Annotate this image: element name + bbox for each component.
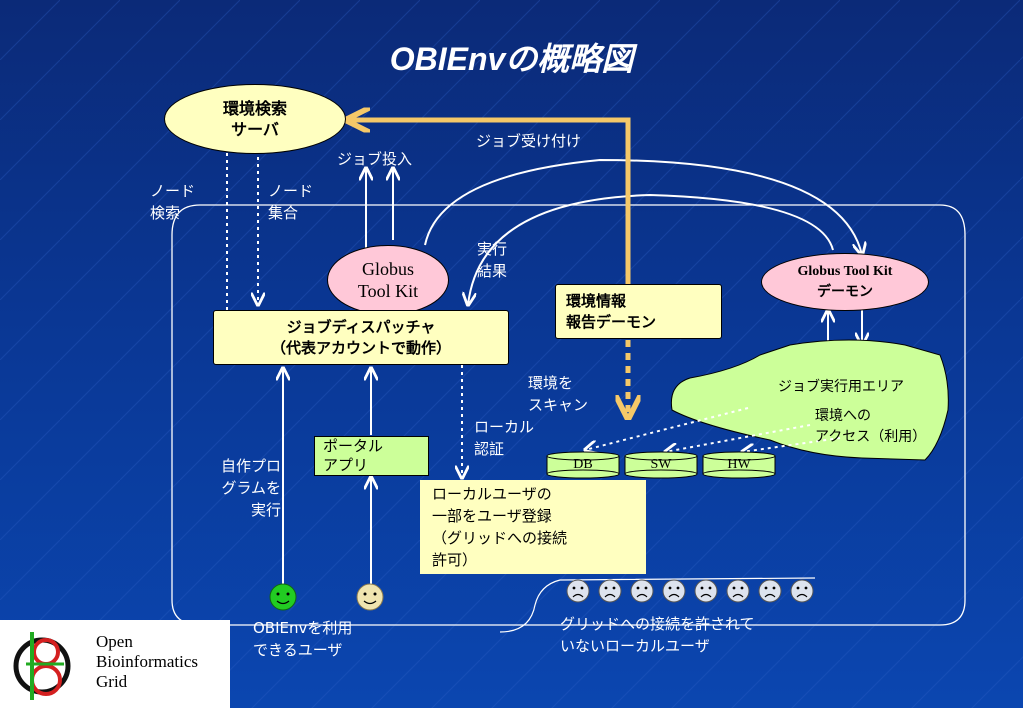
beige-user-face bbox=[356, 583, 384, 611]
env-scan-line-2: スキャン bbox=[528, 396, 589, 414]
obienv-users-label: OBIEnvを利用 できるユーザ bbox=[253, 617, 352, 661]
portal-app: ポータル アプリ bbox=[314, 436, 429, 476]
portal-app-line-1: ポータル bbox=[323, 437, 384, 455]
globus-toolkit-line-1: Globus bbox=[361, 259, 414, 279]
job-transfer-arc bbox=[424, 158, 862, 255]
sad-face-icon bbox=[630, 579, 654, 603]
local-environment-boundary bbox=[200, 204, 966, 626]
job-accept-arrow bbox=[350, 120, 631, 285]
job-accept-label: ジョブ受け付け bbox=[476, 132, 582, 150]
local-users-bracket bbox=[499, 577, 816, 633]
job-dispatcher-line-2: （代表アカウントで動作） bbox=[270, 338, 451, 357]
node-aggregate-line-2: 集合 bbox=[268, 204, 299, 222]
env-report-daemon-line-1: 環境情報 bbox=[566, 291, 627, 310]
job-dispatcher-line-1: ジョブディスパッチャ bbox=[286, 317, 436, 336]
local-auth-line-2: 認証 bbox=[474, 440, 505, 458]
env-scan-line-1: 環境を bbox=[528, 374, 574, 392]
local-auth-line-1: ローカル bbox=[474, 418, 535, 436]
globus-toolkit: Globus Tool Kit bbox=[327, 245, 449, 315]
job-dispatcher: ジョブディスパッチャ （代表アカウントで動作） bbox=[213, 310, 509, 365]
env-access-line-1: 環境への bbox=[815, 408, 871, 424]
non-grid-users-label: グリッドへの接続を許されて いないローカルユーザ bbox=[560, 613, 755, 657]
env-report-daemon: 環境情報 報告デーモン bbox=[555, 284, 722, 339]
env-report-daemon-line-2: 報告デーモン bbox=[566, 312, 657, 331]
access-db-arrow bbox=[585, 407, 749, 450]
local-user-register: ローカルユーザの 一部をユーザ登録 （グリッドへの接続 許可） bbox=[420, 480, 646, 574]
green-user-face bbox=[269, 583, 297, 611]
node-search-line-2: 検索 bbox=[150, 204, 181, 222]
disk-hw bbox=[702, 451, 776, 479]
own-program-line-2: グラムを bbox=[221, 479, 281, 497]
globus-daemon-line-2: デーモン bbox=[817, 284, 873, 300]
disk-db-label: DB bbox=[573, 457, 593, 472]
disk-sw-label: SW bbox=[650, 457, 672, 472]
node-aggregate-label: ノード 集合 bbox=[268, 180, 313, 224]
env-access-line-2: アクセス（利用） bbox=[815, 429, 927, 445]
job-area-label: ジョブ実行用エリア bbox=[778, 379, 904, 395]
globus-toolkit-line-2: Tool Kit bbox=[357, 281, 419, 301]
sad-face-icon bbox=[662, 579, 686, 603]
access-hw-arrow bbox=[742, 437, 841, 452]
node-search-label: ノード 検索 bbox=[150, 180, 195, 224]
env-search-server: 環境検索 サーバ bbox=[164, 84, 346, 154]
sad-face-icon bbox=[790, 579, 814, 603]
job-area-blob bbox=[670, 339, 949, 461]
local-user-register-line-2: 一部をユーザ登録 bbox=[432, 507, 552, 525]
obienv-users-line-1: OBIEnvを利用 bbox=[253, 619, 353, 637]
local-user-register-line-4: 許可） bbox=[432, 551, 478, 569]
sad-face-icon bbox=[598, 579, 622, 603]
obig-logo: Open Bioinformatics Grid bbox=[0, 620, 230, 708]
own-program-line-3: 実行 bbox=[250, 501, 281, 519]
env-scan-label: 環境を スキャン bbox=[528, 372, 588, 416]
env-access-label: 環境への アクセス（利用） bbox=[815, 406, 926, 448]
exec-result-label: 実行 結果 bbox=[477, 238, 507, 282]
globus-daemon: Globus Tool Kit デーモン bbox=[761, 253, 929, 311]
env-search-server-line-2: サーバ bbox=[231, 120, 279, 139]
sad-face-icon bbox=[726, 579, 750, 603]
page-title: OBIEnvの概略図 bbox=[389, 41, 634, 77]
obienv-users-line-2: できるユーザ bbox=[253, 641, 343, 659]
sad-face-icon bbox=[694, 579, 718, 603]
exec-result-line-1: 実行 bbox=[477, 240, 508, 258]
own-program-line-1: 自作プロ bbox=[220, 457, 281, 475]
exec-result-line-2: 結果 bbox=[477, 262, 508, 280]
local-user-register-line-1: ローカルユーザの bbox=[432, 485, 552, 503]
globus-daemon-line-1: Globus Tool Kit bbox=[797, 264, 893, 279]
obig-logo-mark-icon bbox=[13, 632, 71, 700]
env-search-server-line-1: 環境検索 bbox=[222, 99, 287, 118]
own-program-label: 自作プロ グラムを 実行 bbox=[205, 455, 281, 521]
disk-hw-label: HW bbox=[727, 457, 751, 472]
obig-logo-text: Open Bioinformatics Grid bbox=[96, 632, 198, 692]
disk-sw bbox=[624, 451, 698, 479]
sad-face-icon bbox=[758, 579, 782, 603]
portal-app-line-2: アプリ bbox=[323, 456, 369, 474]
node-search-line-1: ノード bbox=[150, 182, 196, 200]
disk-db bbox=[546, 451, 620, 479]
logo-line-2: Bioinformatics bbox=[96, 652, 198, 671]
logo-line-3: Grid bbox=[96, 672, 128, 691]
sad-face-icon bbox=[566, 579, 590, 603]
logo-line-1: Open bbox=[96, 632, 133, 651]
node-aggregate-line-1: ノード bbox=[268, 182, 314, 200]
non-grid-users-line-2: いないローカルユーザ bbox=[560, 637, 710, 655]
local-user-register-line-3: （グリッドへの接続 bbox=[432, 529, 568, 547]
local-auth-label: ローカル 認証 bbox=[474, 416, 534, 460]
exec-result-arc bbox=[468, 193, 834, 305]
sad-faces-row bbox=[566, 579, 814, 603]
non-grid-users-line-1: グリッドへの接続を許されて bbox=[560, 615, 755, 633]
job-submit-label: ジョブ投入 bbox=[337, 150, 413, 168]
